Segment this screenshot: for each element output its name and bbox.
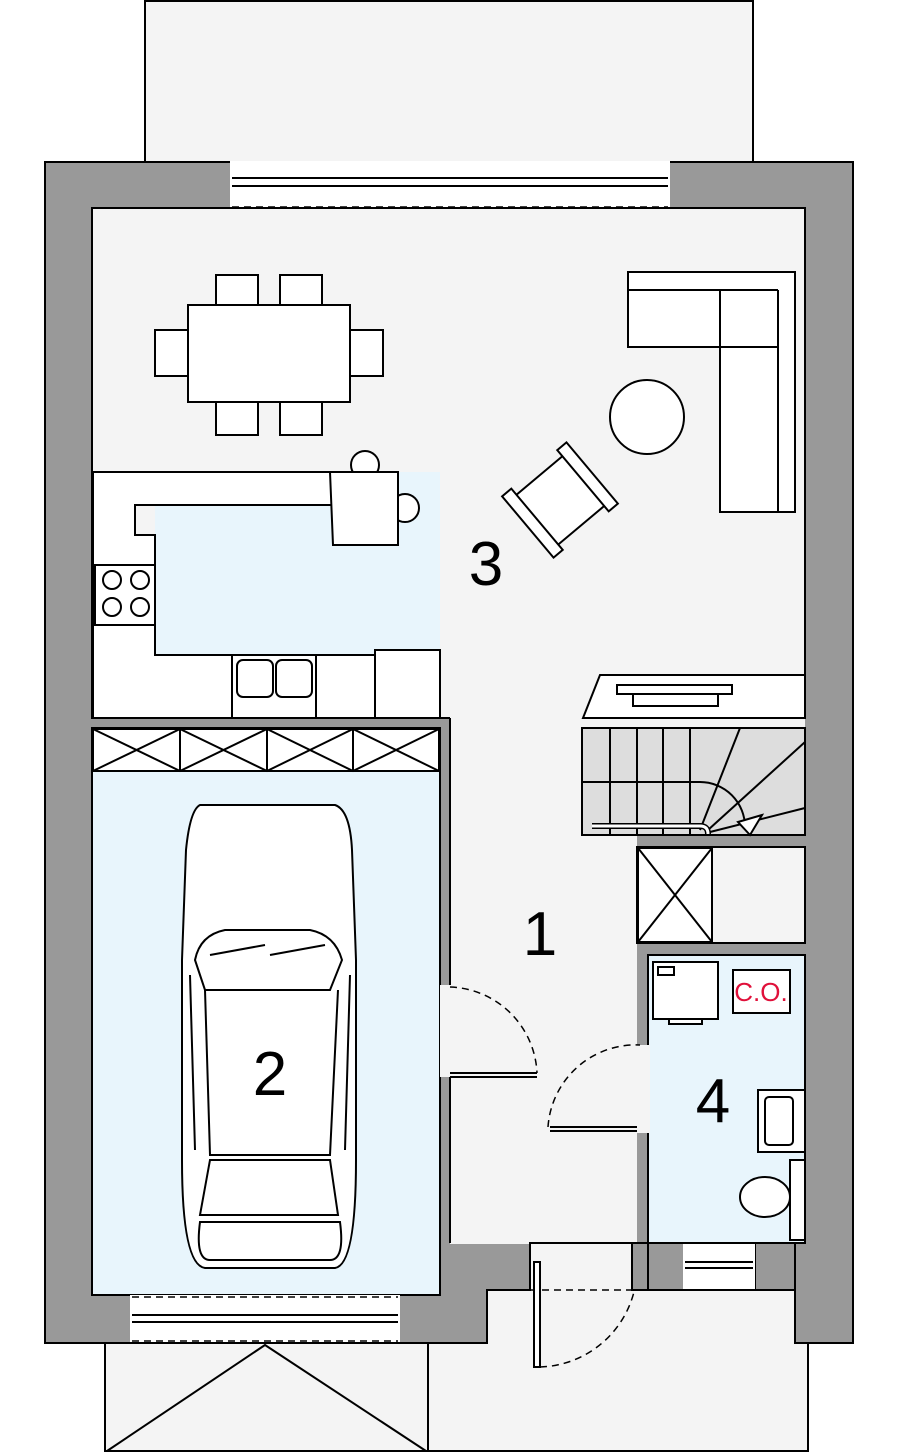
driveway	[104, 1342, 429, 1452]
terrace	[144, 0, 754, 163]
room-number-4: 4	[696, 1067, 730, 1136]
staircase[interactable]	[581, 727, 806, 837]
garage-internal-door[interactable]	[440, 985, 452, 1077]
coffee-table	[609, 379, 685, 455]
room-number-2: 2	[253, 1040, 287, 1109]
entrance-door[interactable]	[533, 1261, 541, 1368]
utility-door[interactable]	[635, 1045, 650, 1133]
corner-sofa	[627, 271, 796, 513]
boiler-label: C.O.	[734, 977, 787, 1007]
room-number-3: 3	[469, 530, 503, 599]
armchair	[500, 440, 620, 560]
boiler-label-box	[732, 969, 791, 1014]
garage-shelving	[92, 727, 440, 773]
room-number-1: 1	[523, 900, 557, 969]
dining-set	[154, 274, 384, 436]
utility-window[interactable]	[683, 1244, 755, 1289]
car	[181, 804, 357, 1269]
fridge	[374, 649, 441, 719]
toilet	[739, 1176, 791, 1218]
garage-door[interactable]	[130, 1295, 400, 1343]
